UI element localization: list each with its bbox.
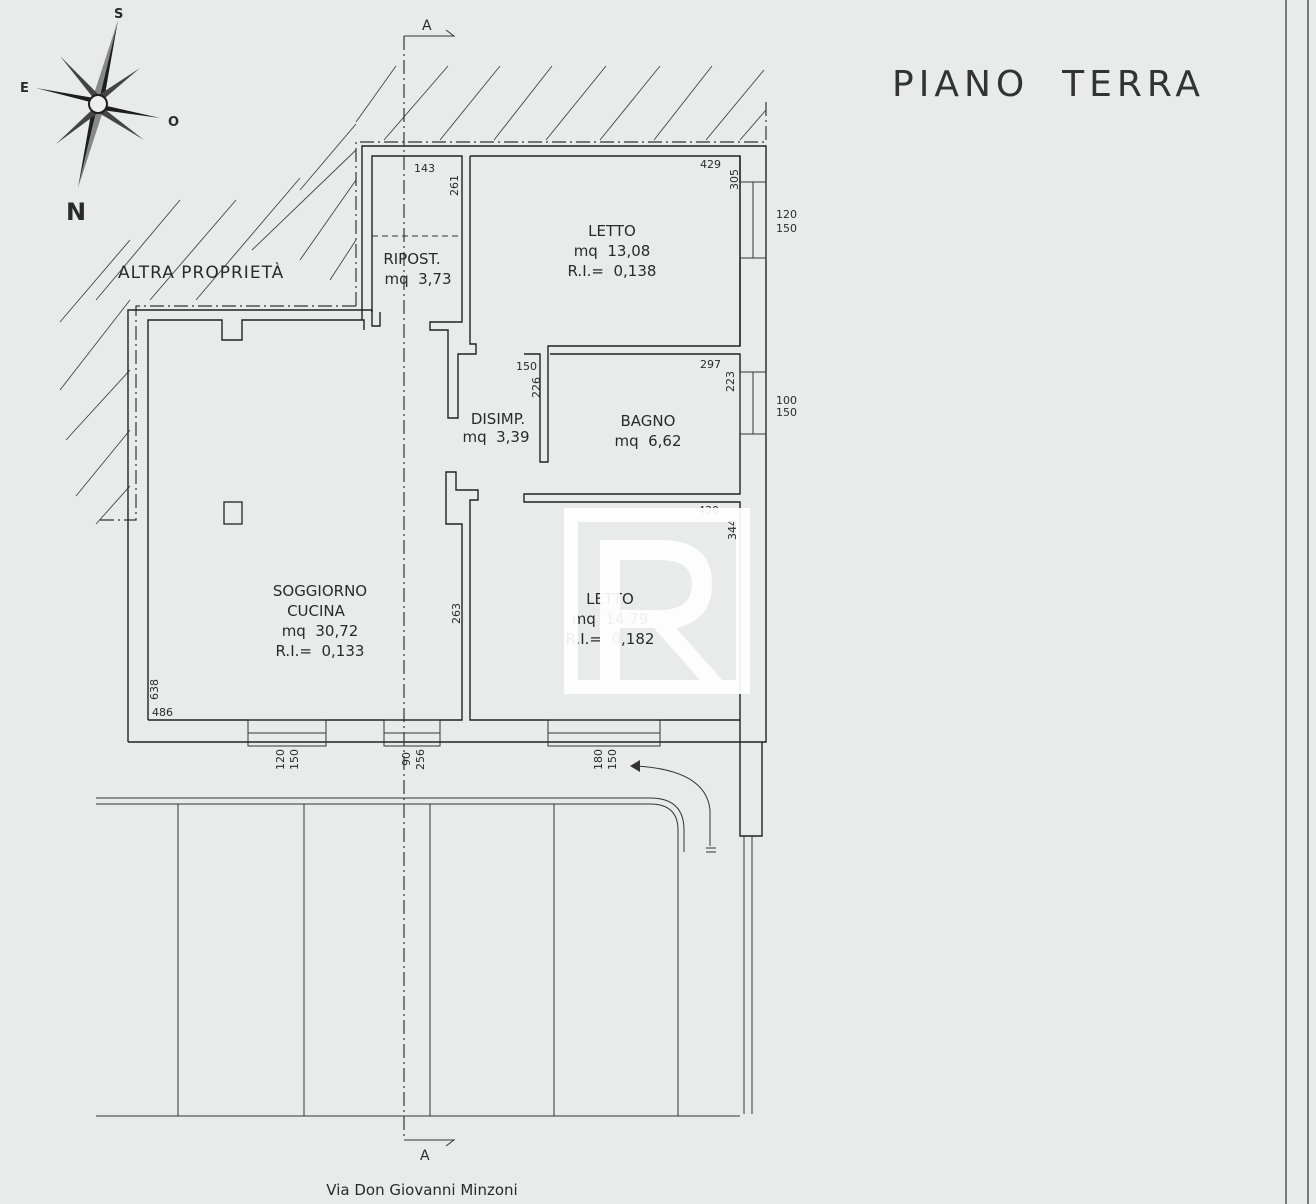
- dimension-label: 150: [776, 406, 797, 419]
- room-area-ripostiglio: mq 3,73: [384, 270, 451, 288]
- dimension-label: 263: [450, 603, 463, 624]
- other-property-label: ALTRA PROPRIETÀ: [118, 261, 284, 283]
- street-name: Via Don Giovanni Minzoni: [326, 1181, 517, 1199]
- dimension-label: 150: [516, 360, 537, 373]
- room-name-bagno: BAGNO: [621, 412, 676, 430]
- section-marker-top: A: [422, 18, 432, 34]
- room-area-letto-1: mq 13,08: [574, 242, 651, 260]
- windows: [247, 181, 767, 747]
- dimension-label: 261: [448, 175, 461, 196]
- compass-icon: [36, 20, 160, 188]
- dimension-label: 150: [606, 749, 619, 770]
- room-name-ripostiglio: RIPOST.: [383, 250, 440, 268]
- dimension-label: 486: [152, 706, 173, 719]
- compass-east-label: E: [20, 81, 29, 96]
- dimension-label: 638: [148, 679, 161, 700]
- compass-north-label: N: [66, 198, 86, 226]
- property-boundary: [100, 305, 356, 521]
- property-boundary: [355, 100, 767, 306]
- dimension-label: 256: [414, 749, 427, 770]
- dimension-label: 150: [776, 222, 797, 235]
- dimension-label: 180: [592, 749, 605, 770]
- section-marker-bottom: A: [420, 1148, 430, 1164]
- room-ri-letto-1: R.I.= 0,138: [568, 262, 657, 280]
- room-name-letto-1: LETTO: [588, 222, 636, 240]
- exterior-walls: [127, 145, 767, 743]
- room-name-soggiorno: SOGGIORNO: [273, 582, 367, 600]
- room-area-bagno: mq 6,62: [614, 432, 681, 450]
- parking-area: [96, 797, 740, 1117]
- plan-title: PIANO TERRA: [892, 64, 1205, 105]
- room-name-disimpegno: DISIMP.: [471, 410, 525, 428]
- dimension-label: 226: [530, 377, 543, 398]
- room-name-cucina: CUCINA: [287, 602, 346, 620]
- dimension-label: 120: [776, 208, 797, 221]
- dimension-label: 90: [400, 752, 413, 766]
- dimension-label: 305: [728, 169, 741, 190]
- room-area-disimpegno: mq 3,39: [462, 428, 529, 446]
- dimension-label: 143: [414, 162, 435, 175]
- dimension-label: 344: [726, 519, 739, 540]
- other-property-hatching: [59, 65, 767, 525]
- side-ramp: [630, 742, 763, 1114]
- dimension-label: 429: [700, 158, 721, 171]
- dimension-label: 100: [776, 394, 797, 407]
- dimension-label: 223: [724, 371, 737, 392]
- dimension-label: 150: [288, 749, 301, 770]
- dimension-label: 297: [700, 358, 721, 371]
- section-line-a: [403, 29, 456, 1147]
- chimney-square: [223, 501, 243, 525]
- room-ri-soggiorno: R.I.= 0,133: [276, 642, 365, 660]
- compass-west-label: O: [168, 115, 179, 130]
- room-area-soggiorno: mq 30,72: [282, 622, 359, 640]
- dimension-label: 120: [274, 749, 287, 770]
- compass-south-label: S: [114, 7, 123, 22]
- watermark-logo: [564, 508, 750, 694]
